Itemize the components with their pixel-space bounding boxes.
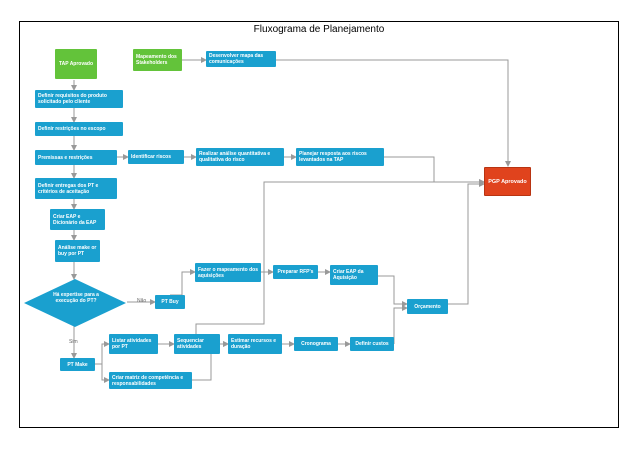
- node-pt-buy: PT Buy: [155, 295, 185, 309]
- node-realizar-analise: Realizar análise quantitativa e qualitat…: [196, 148, 284, 166]
- node-cronograma: Cronograma: [294, 337, 338, 351]
- edge-buy-fazer: [170, 269, 196, 296]
- node-definir-entregas: Definir entregas dos PT e critérios de a…: [35, 178, 117, 199]
- node-criar-matriz: Criar matriz de competência e responsabi…: [109, 372, 192, 389]
- edge-orcamento-pgp: [448, 181, 485, 305]
- decision-label: Há expertise para a execução do PT?: [53, 292, 99, 304]
- node-orcamento: Orçamento: [407, 299, 448, 314]
- node-definir-restricoes: Definir restrições no escopo: [35, 122, 123, 136]
- node-tap-aprovado: TAP Aprovado: [55, 49, 97, 79]
- diagram-frame: [19, 21, 619, 428]
- node-premissas: Premissas e restrições: [35, 150, 117, 165]
- node-analise-make: Análise make or buy por PT: [55, 240, 100, 262]
- node-fazer-mapeamento: Fazer o mapeamento dos aquisições: [195, 263, 261, 282]
- node-criar-eap: Criar EAP e Dicionário da EAP: [50, 209, 105, 230]
- edge-make-listar: [95, 341, 110, 365]
- node-sequenciar: Sequenciar atividades: [174, 334, 220, 354]
- diagram-title: Fluxograma de Planejamento: [253, 24, 385, 35]
- node-listar-atividades: Listar atividades por PT: [109, 334, 158, 354]
- node-desenvolver-mapa: Desenvolver mapa das comunicações: [206, 51, 276, 67]
- edge-label-nao: Não: [137, 298, 147, 304]
- edge-criareap-orcamento: [378, 275, 408, 307]
- edge-label-sim: Sim: [69, 339, 78, 345]
- node-identificar-riscos: Identificar riscos: [128, 150, 184, 164]
- node-mapeamento-stakeholders: Mapeamento dos Stakeholders: [133, 49, 182, 71]
- edge-custos-orcamento: [393, 305, 408, 344]
- node-definir-custos: Definir custos: [350, 337, 394, 351]
- node-preparar-rfp: Preparar RFP's: [273, 265, 318, 279]
- node-pt-make: PT Make: [60, 358, 95, 371]
- node-definir-requisitos: Definir requisitos do produto solicitado…: [35, 90, 123, 108]
- node-planejar-resposta: Planejar resposta aos riscos levantados …: [296, 148, 384, 166]
- node-pgp-aprovado: PGP Aprovado: [484, 167, 531, 196]
- edge-mapa-pgp: [276, 59, 511, 167]
- edge-planejar-pgp: [384, 156, 485, 185]
- node-estimar-recursos: Estimar recursos e duração: [228, 334, 282, 354]
- edge-make-matriz: [101, 364, 110, 383]
- edge-sequenciar-pgp: [195, 179, 485, 334]
- node-criar-eap-aquisicao: Criar EAP da Aquisição: [330, 265, 378, 285]
- decision-diamond: [24, 279, 126, 327]
